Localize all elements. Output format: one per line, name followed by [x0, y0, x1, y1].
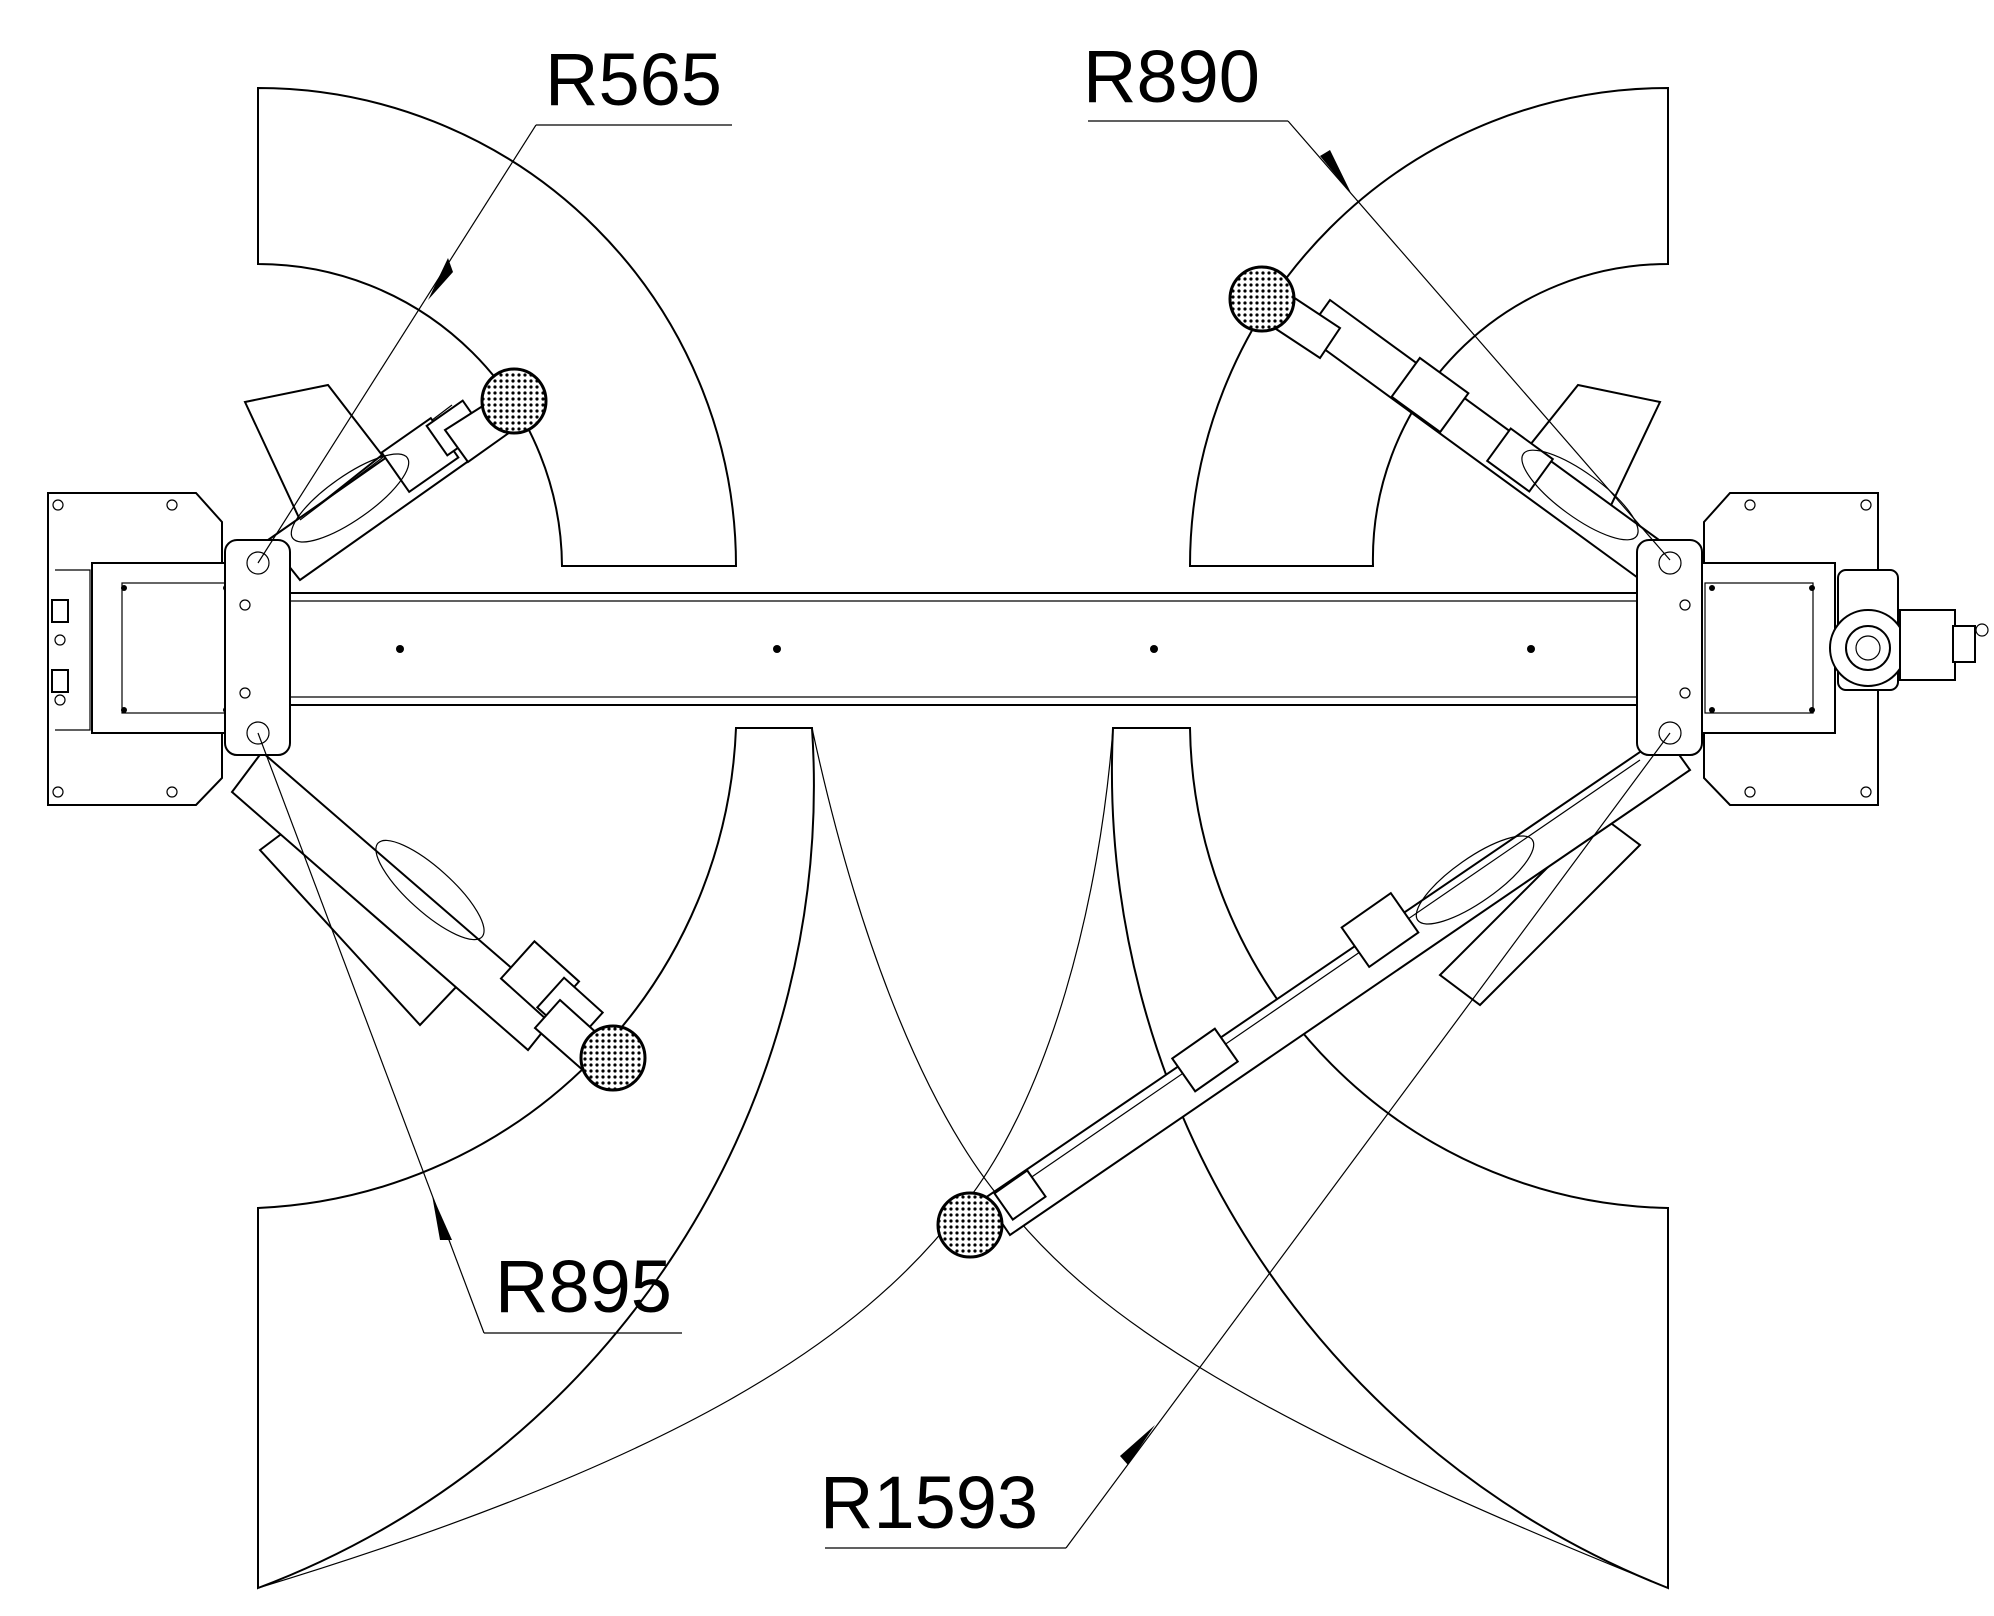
arm-lower-left — [230, 750, 612, 1074]
lift-pad-icon — [1228, 265, 1296, 333]
lift-pad-icon — [579, 1024, 647, 1092]
sweep-zones — [257, 86, 1669, 1590]
lift-pad-icon — [936, 1191, 1004, 1259]
sweep-zone-upper-left — [257, 86, 738, 567]
dimension-label-r890: R890 — [1083, 35, 1260, 118]
dimension-label-r1593: R1593 — [820, 1461, 1038, 1544]
dimension-label-r565: R565 — [545, 38, 722, 121]
lift-pads — [480, 265, 1296, 1259]
lift-pad-icon — [480, 367, 548, 435]
arm-lower-right — [983, 733, 1692, 1237]
sweep-arc-long-arm-left — [257, 727, 1114, 1589]
dimension-r565: R565 — [257, 38, 732, 564]
dimension-r1593: R1593 — [820, 732, 1671, 1549]
sweep-zone-lower-left — [257, 727, 815, 1590]
sweep-zone-upper-right — [1188, 86, 1669, 567]
arm-upper-right — [1268, 293, 1672, 585]
post-icon — [91, 562, 228, 734]
right-post-base-plate — [1703, 492, 1879, 806]
left-post — [51, 539, 291, 756]
left-post-base-plate — [47, 492, 223, 806]
motor-icon — [1829, 569, 1989, 691]
dimension-r895: R895 — [257, 732, 682, 1334]
dimension-label-r895: R895 — [495, 1245, 672, 1328]
dimension-r890: R890 — [1083, 35, 1671, 561]
overhead-beam — [287, 592, 1641, 706]
right-post — [1636, 539, 1989, 756]
